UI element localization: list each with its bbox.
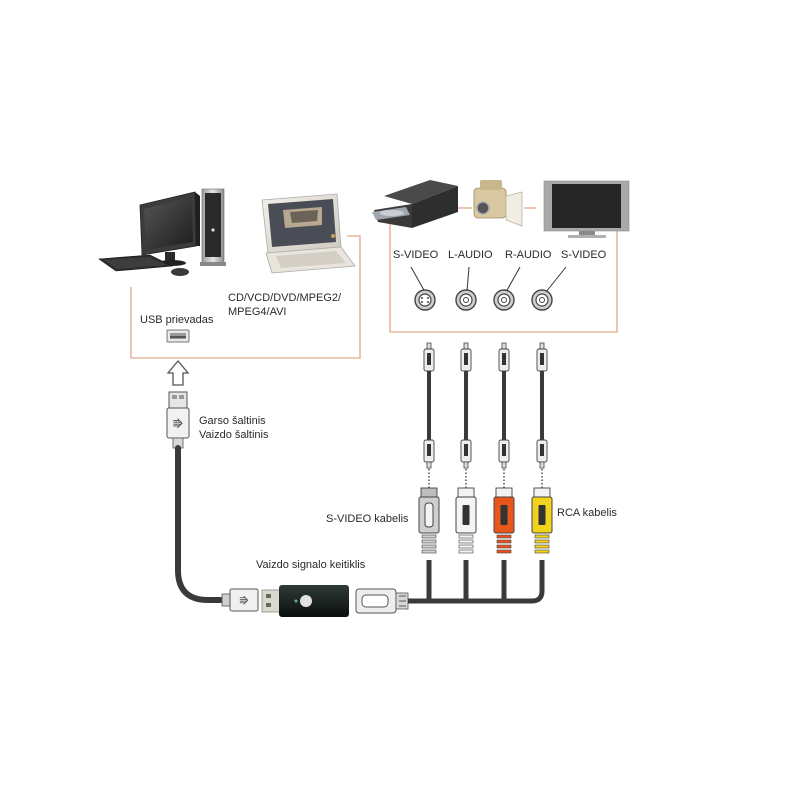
port-svideo-2 bbox=[531, 266, 567, 311]
dvd-player-icon bbox=[372, 180, 458, 228]
camcorder-icon bbox=[473, 180, 523, 227]
video-source-label: Vaizdo šaltinis bbox=[199, 429, 269, 441]
rca-cable-label: RCA kabelis bbox=[557, 507, 617, 519]
av-cable-trunk bbox=[408, 560, 545, 604]
port-label-r-audio: R-AUDIO bbox=[505, 249, 552, 261]
usb-port-label: USB prievadas bbox=[140, 314, 214, 326]
tv-monitor-icon bbox=[543, 180, 630, 238]
port-label-svideo-1: S-VIDEO bbox=[393, 249, 439, 261]
port-r-audio bbox=[493, 266, 521, 311]
source-group-frame bbox=[389, 222, 618, 333]
usb-plug-horizontal: ⭆ bbox=[221, 588, 259, 612]
svg-text:⭆: ⭆ bbox=[173, 418, 183, 431]
insert-arrow-icon bbox=[166, 359, 190, 386]
laptop-icon bbox=[261, 193, 356, 274]
svg-text:⭆: ⭆ bbox=[240, 595, 249, 607]
formats-label-line2: MPEG4/AVI bbox=[228, 306, 287, 318]
usb-cable bbox=[175, 445, 227, 603]
desktop-pc-icon bbox=[98, 188, 226, 276]
av-plugs-layer bbox=[418, 342, 553, 554]
av-plug-audio-right bbox=[493, 342, 515, 554]
svideo-cable-label: S-VIDEO kabelis bbox=[326, 513, 409, 525]
port-label-svideo-2: S-VIDEO bbox=[561, 249, 607, 261]
computer-group-frame bbox=[130, 235, 361, 359]
formats-label-line1: CD/VCD/DVD/MPEG2/ bbox=[228, 292, 342, 304]
port-label-l-audio: L-AUDIO bbox=[448, 249, 493, 261]
converter-input-plug bbox=[355, 588, 409, 614]
port-l-audio bbox=[455, 266, 477, 311]
av-plug-audio-left bbox=[455, 342, 477, 554]
usb-plug-top: ⭆ bbox=[166, 391, 190, 449]
av-plug-svideo bbox=[418, 342, 440, 554]
video-converter-dongle-icon bbox=[261, 585, 349, 617]
av-plug-video bbox=[531, 342, 553, 554]
port-svideo-1 bbox=[410, 266, 436, 311]
converter-label: Vaizdo signalo keitiklis bbox=[256, 559, 366, 571]
usb-port-icon bbox=[166, 329, 190, 343]
audio-source-label: Garso šaltinis bbox=[199, 415, 266, 427]
